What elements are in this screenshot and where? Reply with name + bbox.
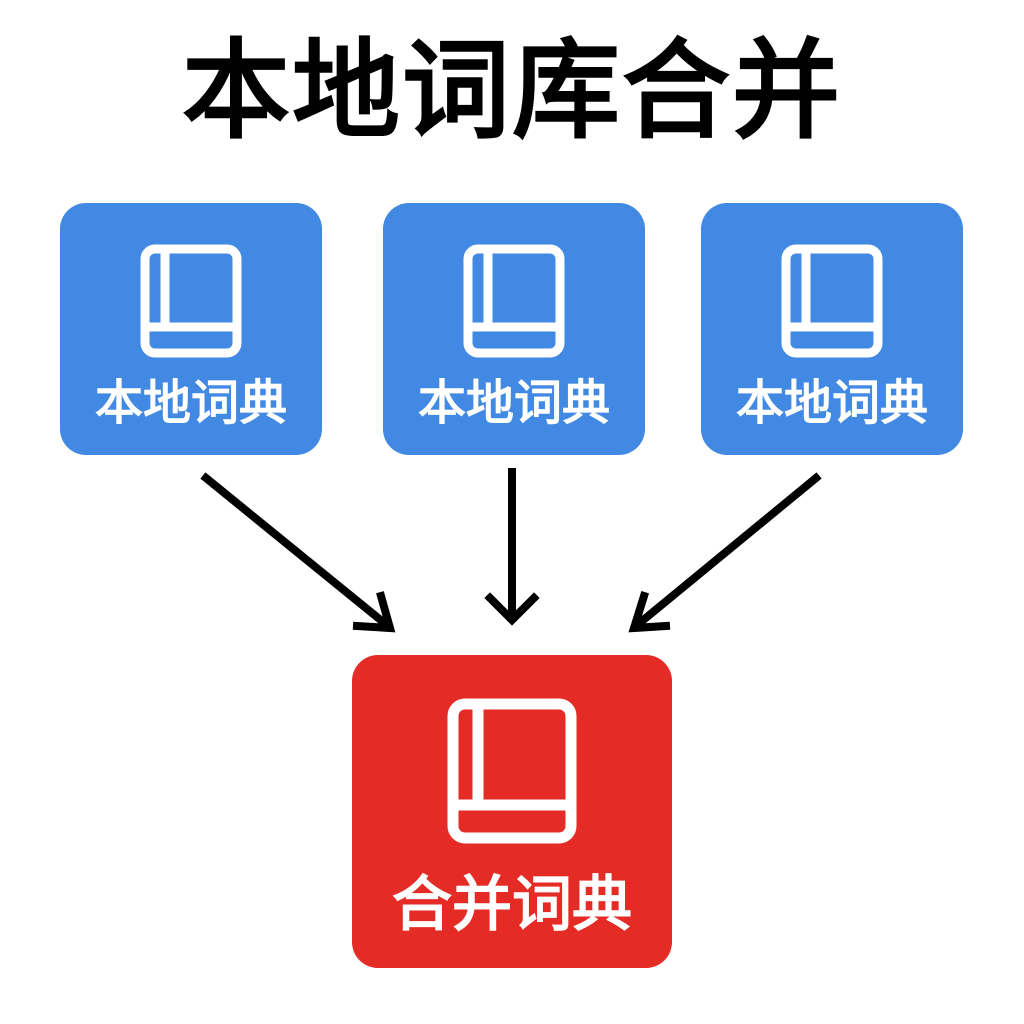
source-dictionary-label: 本地词典: [94, 375, 287, 431]
arrow-left: [200, 472, 396, 633]
source-dictionary-label: 本地词典: [735, 375, 928, 431]
book-icon: [140, 244, 242, 358]
book-icon: [463, 244, 565, 358]
merged-dictionary-label: 合并词典: [392, 870, 632, 940]
source-dictionary-1: 本地词典: [60, 203, 322, 455]
book-icon: [447, 698, 577, 844]
merged-dictionary: 合并词典: [352, 655, 672, 968]
source-dictionary-2: 本地词典: [383, 203, 645, 455]
book-icon: [781, 244, 883, 358]
arrow-right: [628, 472, 822, 633]
arrow-center: [484, 468, 540, 626]
diagram-title: 本地词库合并: [181, 29, 842, 154]
source-dictionary-label: 本地词典: [417, 375, 610, 431]
source-dictionary-3: 本地词典: [701, 203, 963, 455]
